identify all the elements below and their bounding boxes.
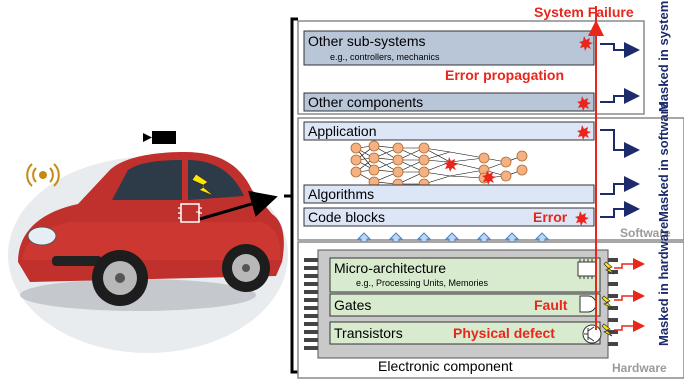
hardware-masked-arrows	[614, 258, 645, 332]
error-label: Error	[533, 209, 568, 225]
neural-network-icon	[350, 140, 528, 190]
other-subsystems-example: e.g., controllers, mechanics	[330, 52, 440, 62]
chip-pins-right	[608, 258, 618, 346]
transistor-icon	[582, 324, 602, 344]
software-layer-name: Software	[620, 226, 671, 240]
transistors-label: Transistors	[334, 325, 403, 341]
chip-pins-left	[304, 258, 318, 350]
fault-label: Fault	[534, 297, 568, 313]
car-image	[8, 131, 288, 353]
gates-box	[329, 293, 601, 317]
memory-chip-icon	[577, 259, 597, 279]
error-propagation-label: Error propagation	[445, 67, 564, 83]
physical-defect-label: Physical defect	[453, 325, 555, 341]
lightning-fault-icons	[601, 261, 615, 337]
masked-in-system-label: Masked in system	[656, 1, 671, 112]
chip-icon	[178, 203, 202, 223]
code-blocks-box	[303, 207, 595, 227]
car-to-component-arrow	[199, 190, 278, 221]
application-label: Application	[308, 123, 377, 139]
masked-in-software-label: Masked in software	[656, 102, 671, 222]
micro-architecture-label: Micro-architecture	[334, 260, 446, 276]
application-box	[303, 121, 595, 141]
hardware-layer-name: Hardware	[612, 361, 667, 375]
masked-arrows	[600, 42, 640, 218]
other-subsystems-box	[303, 30, 595, 66]
algorithms-label: Algorithms	[308, 186, 374, 202]
code-blocks-label: Code blocks	[308, 209, 385, 225]
algorithms-box	[303, 184, 595, 204]
layer-brace	[284, 17, 298, 374]
other-components-box	[303, 92, 595, 112]
explosion-icon	[444, 36, 593, 226]
masked-in-hardware-label: Masked in hardware	[656, 222, 671, 346]
wifi-signal-icon	[26, 163, 60, 187]
lightning-icon	[191, 173, 215, 197]
micro-architecture-example: e.g., Processing Units, Memories	[356, 278, 489, 288]
system-failure-label: System Failure	[534, 4, 634, 20]
other-components-label: Other components	[308, 94, 423, 110]
gate-icon	[579, 295, 597, 313]
other-subsystems-label: Other sub-systems	[308, 33, 425, 49]
micro-architecture-box	[329, 257, 601, 293]
component-caption: Electronic component	[378, 358, 513, 374]
gates-label: Gates	[334, 297, 371, 313]
